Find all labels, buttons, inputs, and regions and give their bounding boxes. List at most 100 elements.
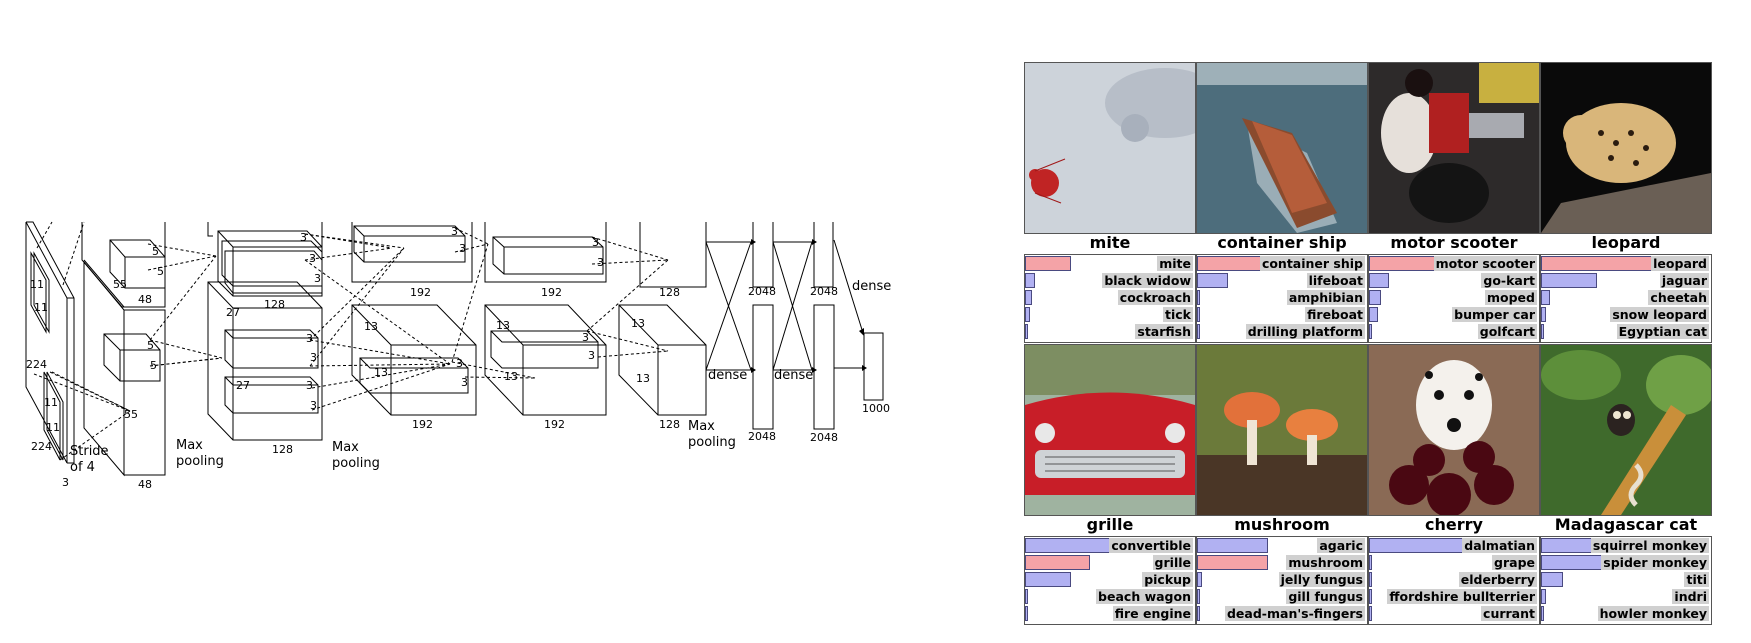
prediction-row: container ship [1197,255,1367,272]
prediction-list: leopard jaguar cheetah snow leopard Egyp… [1540,254,1712,343]
prediction-label: bumper car [1452,307,1537,322]
prediction-bar [1541,290,1550,305]
prediction-bar [1369,572,1372,587]
prediction-list: agaric mushroom jelly fungus gill fungus… [1196,536,1368,625]
prediction-row: cockroach [1025,289,1195,306]
svg-text:11: 11 [30,278,44,291]
prediction-label: cockroach [1117,290,1193,305]
svg-text:48: 48 [138,478,152,491]
svg-text:48: 48 [138,293,152,306]
svg-text:3: 3 [314,272,321,285]
prediction-label: agaric [1317,538,1365,553]
svg-text:27: 27 [226,306,240,319]
prediction-label: Egyptian cat [1616,324,1709,339]
example-photo [1540,344,1712,516]
conv3-volumes [351,222,477,416]
svg-text:dense: dense [852,279,891,294]
prediction-bar [1541,307,1546,322]
prediction-row: pickup [1025,571,1195,588]
example-label: leopard [1591,233,1661,252]
prediction-bar [1369,324,1372,339]
conv2-volumes [207,222,323,441]
prediction-bar [1369,589,1372,604]
prediction-bar [1197,572,1202,587]
prediction-label: dalmatian [1462,538,1537,553]
prediction-list: dalmatian grape elderberry ffordshire bu… [1368,536,1540,625]
conv1-volumes [81,222,166,477]
prediction-row: Egyptian cat [1541,323,1711,340]
prediction-label: go-kart [1481,273,1537,288]
connection-lines [33,221,669,461]
svg-text:2048: 2048 [748,430,776,443]
example-label: motor scooter [1390,233,1518,252]
prediction-label: fireboat [1305,307,1365,322]
dense-arrows [705,239,867,373]
prediction-label: black widow [1102,273,1193,288]
prediction-bar [1369,555,1372,570]
svg-text:3: 3 [597,256,604,269]
svg-text:3: 3 [588,349,595,362]
prediction-row: dalmatian [1369,537,1539,554]
prediction-bar [1025,307,1030,322]
svg-text:3: 3 [459,242,466,255]
prediction-bar [1197,555,1268,570]
prediction-bar [1197,589,1200,604]
prediction-row: tick [1025,306,1195,323]
prediction-label: fire engine [1112,606,1193,621]
svg-text:1000: 1000 [862,402,890,415]
svg-text:Max: Max [688,419,715,434]
prediction-row: grille [1025,554,1195,571]
prediction-row: fire engine [1025,605,1195,622]
prediction-label: spider monkey [1601,555,1709,570]
svg-text:13: 13 [636,372,650,385]
prediction-bar [1541,273,1597,288]
prediction-bar [1541,572,1563,587]
prediction-bar [1369,290,1381,305]
prediction-bar [1025,290,1032,305]
svg-text:13: 13 [374,366,388,379]
example-photo [1540,62,1712,234]
svg-text:27: 27 [236,379,250,392]
prediction-label: beach wagon [1096,589,1193,604]
prediction-row: lifeboat [1197,272,1367,289]
svg-text:3: 3 [310,399,317,412]
prediction-row: beach wagon [1025,588,1195,605]
svg-text:192: 192 [410,286,431,299]
svg-text:pooling: pooling [332,456,380,471]
prediction-row: dead-man's-fingers [1197,605,1367,622]
prediction-bar [1369,273,1389,288]
prediction-row: jelly fungus [1197,571,1367,588]
prediction-row: elderberry [1369,571,1539,588]
prediction-row: ffordshire bullterrier [1369,588,1539,605]
prediction-label: container ship [1259,256,1365,271]
prediction-label: pickup [1142,572,1193,587]
prediction-bar [1025,572,1071,587]
svg-text:3: 3 [309,252,316,265]
prediction-label: squirrel monkey [1590,538,1709,553]
prediction-row: amphibian [1197,289,1367,306]
prediction-bar [1025,324,1028,339]
dimension-labels: 11 11 224 11 11 224 3 Stride of 4 55 55 … [26,225,890,491]
svg-text:2048: 2048 [810,431,838,444]
svg-text:3: 3 [300,231,307,244]
svg-text:55: 55 [124,408,138,421]
svg-text:dense: dense [708,368,747,383]
network-architecture-diagram: 11 11 224 11 11 224 3 Stride of 4 55 55 … [25,221,891,491]
svg-text:11: 11 [46,421,60,434]
svg-text:128: 128 [272,443,293,456]
svg-text:pooling: pooling [176,454,224,469]
prediction-grid: mite mite black widow cockroach tick sta… [1024,62,1712,626]
prediction-label: golfcart [1477,324,1537,339]
prediction-row: howler monkey [1541,605,1711,622]
svg-text:192: 192 [544,418,565,431]
prediction-bar [1541,324,1544,339]
prediction-label: elderberry [1458,572,1537,587]
svg-text:5: 5 [157,265,164,278]
prediction-bar [1197,538,1268,553]
svg-text:55: 55 [113,278,127,291]
svg-text:3: 3 [62,476,69,489]
prediction-row: starfish [1025,323,1195,340]
prediction-row: gill fungus [1197,588,1367,605]
svg-text:3: 3 [310,351,317,364]
svg-text:dense: dense [774,368,813,383]
